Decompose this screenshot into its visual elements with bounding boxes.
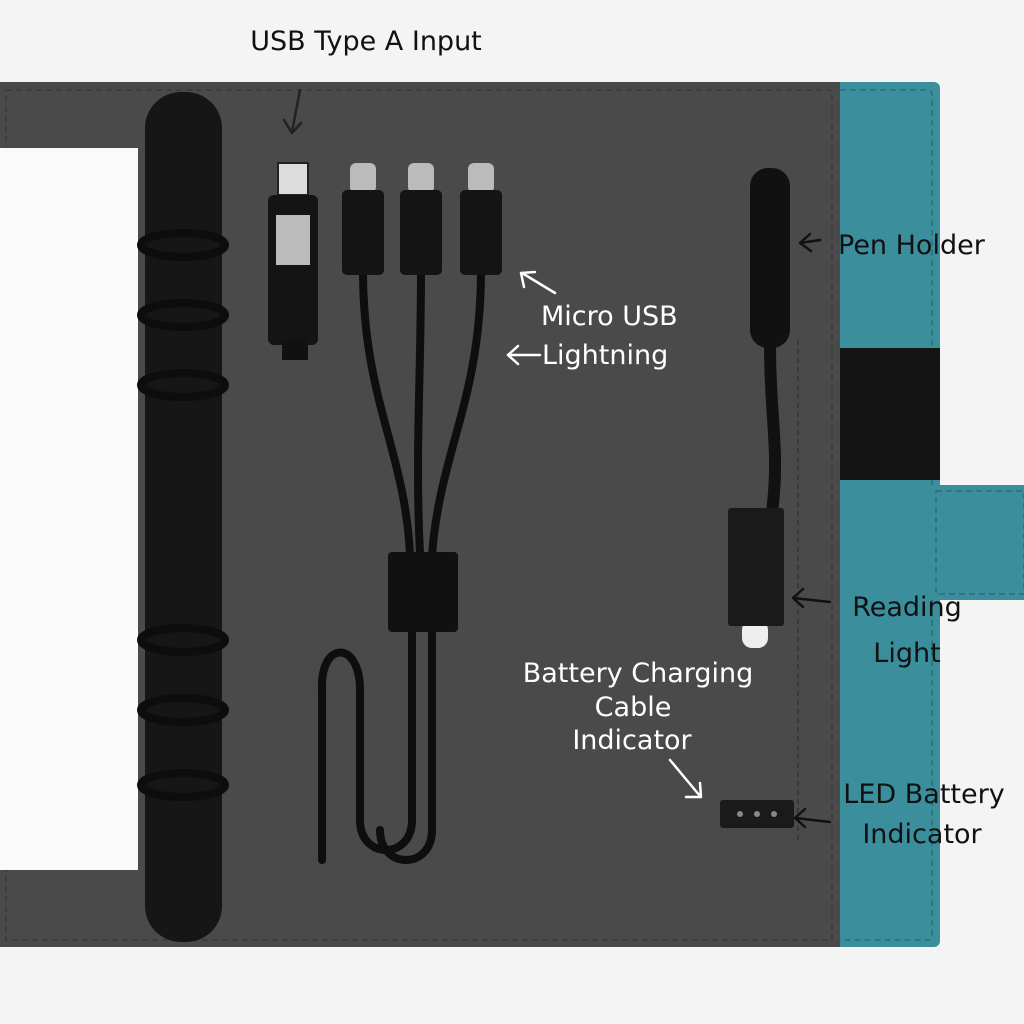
label-reading-light-2: Light xyxy=(873,638,940,669)
binder-spine xyxy=(145,92,222,942)
label-reading-light-1: Reading xyxy=(852,592,962,623)
charging-cable xyxy=(268,162,502,864)
micro-usb-connector xyxy=(468,163,494,193)
teal-cover xyxy=(820,82,940,947)
notebook-page xyxy=(0,148,138,870)
reading-light xyxy=(728,168,790,648)
callout-arrows xyxy=(282,88,832,829)
label-battery-cable-3: Indicator xyxy=(572,725,692,756)
label-micro-usb: Micro USB xyxy=(541,301,678,332)
label-led-battery-2: Indicator xyxy=(862,819,982,850)
label-usb-type-a: USB Type A Input xyxy=(250,26,482,57)
label-led-battery-1: LED Battery xyxy=(843,779,1004,810)
label-battery-cable-1: Battery Charging xyxy=(523,658,754,689)
strap-tab xyxy=(930,485,1024,600)
usb-a-connector xyxy=(277,162,309,196)
label-battery-cable-2: Cable xyxy=(595,692,672,723)
label-pen-holder: Pen Holder xyxy=(838,230,986,261)
label-lightning: Lightning xyxy=(542,340,668,371)
led-battery-indicator xyxy=(720,800,794,828)
lightning-connector xyxy=(408,163,434,193)
elastic-strap xyxy=(838,348,940,480)
binder-rings xyxy=(137,229,229,801)
usb-c-connector xyxy=(350,163,376,193)
